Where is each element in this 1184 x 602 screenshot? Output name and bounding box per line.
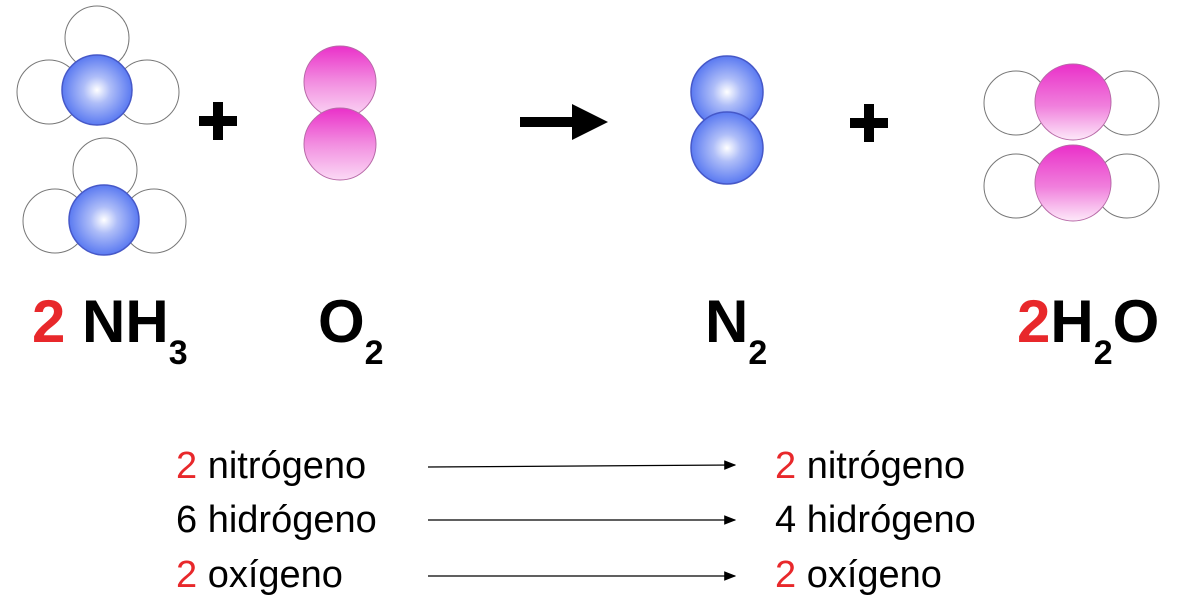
formula-main: NH	[65, 288, 169, 355]
nitrogen-atom	[68, 184, 140, 256]
left-count-oxygen: 2 oxígeno	[176, 555, 343, 595]
oxygen-molecule	[303, 45, 377, 181]
count-element: oxígeno	[197, 554, 343, 596]
count-element: hidrógeno	[796, 499, 976, 541]
reaction-arrow	[520, 104, 608, 140]
formula-main: O	[318, 288, 365, 355]
ammonia-molecule	[22, 137, 187, 256]
count-number: 4	[775, 499, 797, 541]
nitrogen-atom	[61, 54, 133, 126]
subscript: 2	[364, 334, 384, 372]
plus-sign	[199, 102, 237, 140]
nitrogen-molecule	[690, 55, 764, 185]
subscript: 2	[748, 334, 768, 372]
count-element: nitrógeno	[197, 445, 367, 487]
formula-water: 2H2O	[1017, 292, 1159, 371]
right-count-hydrogen: 4 hidrógeno	[775, 500, 976, 540]
right-count-nitrogen: 2 nitrógeno	[775, 446, 965, 486]
water-molecule	[983, 144, 1160, 222]
subscript: 3	[168, 334, 188, 372]
oxygen-atom	[1034, 144, 1112, 222]
ammonia-molecule	[16, 5, 180, 126]
subscript: 2	[1093, 334, 1113, 372]
formula-main: H	[1050, 288, 1094, 355]
oxygen-atom	[303, 107, 377, 181]
oxygen-atom	[303, 45, 377, 119]
count-arrow-nitrogen	[427, 460, 737, 470]
count-number: 2	[775, 445, 797, 487]
water-molecule	[983, 63, 1160, 141]
count-number: 2	[176, 445, 198, 487]
left-count-hydrogen: 6 hidrógeno	[176, 500, 377, 540]
nitrogen-atom	[690, 111, 764, 185]
formula-tail: O	[1112, 288, 1160, 355]
count-element: nitrógeno	[796, 445, 966, 487]
oxygen-atom	[1034, 63, 1112, 141]
count-element: hidrógeno	[197, 499, 377, 541]
formula-nitrogen: N2	[705, 292, 767, 371]
left-count-nitrogen: 2 nitrógeno	[176, 446, 366, 486]
coefficient: 2	[32, 288, 66, 355]
right-count-oxygen: 2 oxígeno	[775, 555, 942, 595]
count-number: 6	[176, 499, 198, 541]
plus-sign	[850, 104, 888, 142]
coefficient: 2	[1017, 288, 1051, 355]
formula-ammonia: 2 NH3	[32, 292, 188, 371]
count-number: 2	[176, 554, 198, 596]
formula-oxygen: O2	[318, 292, 384, 371]
count-number: 2	[775, 554, 797, 596]
formula-main: N	[705, 288, 749, 355]
count-element: oxígeno	[796, 554, 942, 596]
